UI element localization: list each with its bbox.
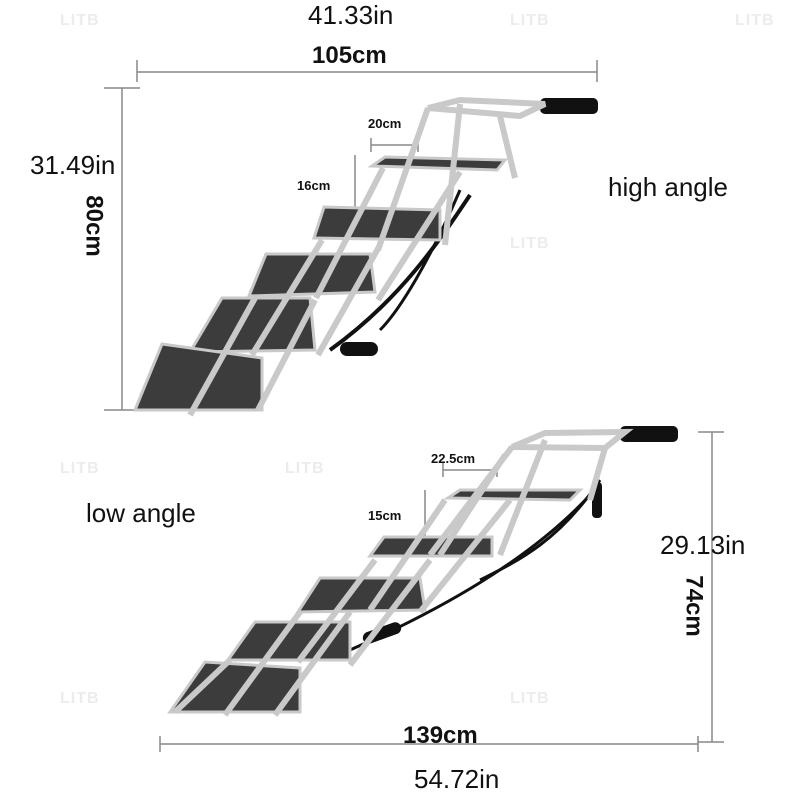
watermark: LITB bbox=[510, 235, 550, 252]
rail bbox=[315, 243, 383, 357]
tread bbox=[167, 660, 302, 714]
high-width-inches: 41.33in bbox=[308, 0, 394, 30]
low-height-inches: 29.13in bbox=[660, 530, 746, 560]
high-height-cm: 80cm bbox=[80, 195, 108, 257]
rail bbox=[497, 115, 518, 179]
watermark: LITB bbox=[60, 690, 100, 707]
rail bbox=[367, 498, 448, 612]
high-step-depth: 20cm bbox=[368, 116, 402, 131]
low-height-cm: 74cm bbox=[680, 575, 708, 637]
watermark: LITB bbox=[510, 12, 550, 29]
watermark: LITB bbox=[60, 460, 100, 477]
rail bbox=[497, 438, 548, 557]
strap bbox=[479, 479, 602, 582]
rail bbox=[375, 170, 463, 302]
tread bbox=[132, 342, 264, 412]
high-height-inches: 31.49in bbox=[30, 150, 116, 180]
low-angle-ramp bbox=[167, 426, 678, 717]
high-width-cm: 105cm bbox=[312, 42, 387, 69]
rail bbox=[347, 558, 433, 667]
tread bbox=[443, 488, 584, 502]
low-step-rise: 15cm bbox=[368, 508, 402, 523]
tread bbox=[367, 535, 494, 558]
high-angle-label: high angle bbox=[608, 172, 728, 202]
rail bbox=[375, 107, 431, 251]
watermark: LITB bbox=[285, 460, 325, 477]
strap bbox=[328, 193, 472, 352]
tread bbox=[367, 155, 509, 172]
rail bbox=[187, 296, 258, 417]
rail bbox=[313, 166, 386, 300]
tread bbox=[311, 205, 442, 242]
rail bbox=[442, 103, 463, 246]
rail bbox=[249, 238, 325, 357]
high-step-rise: 16cm bbox=[297, 178, 331, 193]
low-angle-label: low angle bbox=[86, 498, 196, 528]
rail bbox=[417, 498, 513, 614]
rail bbox=[295, 558, 378, 664]
watermark: LITB bbox=[510, 690, 550, 707]
strap-buckle bbox=[340, 342, 378, 356]
watermark: LITB bbox=[735, 12, 775, 29]
rail bbox=[437, 453, 508, 557]
low-step-depth: 22.5cm bbox=[431, 451, 476, 466]
handle bbox=[540, 98, 598, 114]
top-frame bbox=[427, 96, 547, 120]
low-width-cm: 139cm bbox=[403, 722, 478, 749]
rail bbox=[272, 610, 353, 717]
watermark: LITB bbox=[60, 12, 100, 29]
high-angle-ramp bbox=[132, 96, 598, 417]
low-width-inches: 54.72in bbox=[414, 764, 500, 794]
handle bbox=[620, 426, 678, 442]
tread bbox=[187, 296, 317, 354]
rail bbox=[255, 298, 318, 412]
rail bbox=[222, 610, 303, 717]
rail bbox=[587, 447, 608, 501]
top-frame bbox=[510, 428, 634, 452]
rail bbox=[172, 657, 233, 715]
tread bbox=[246, 252, 377, 298]
